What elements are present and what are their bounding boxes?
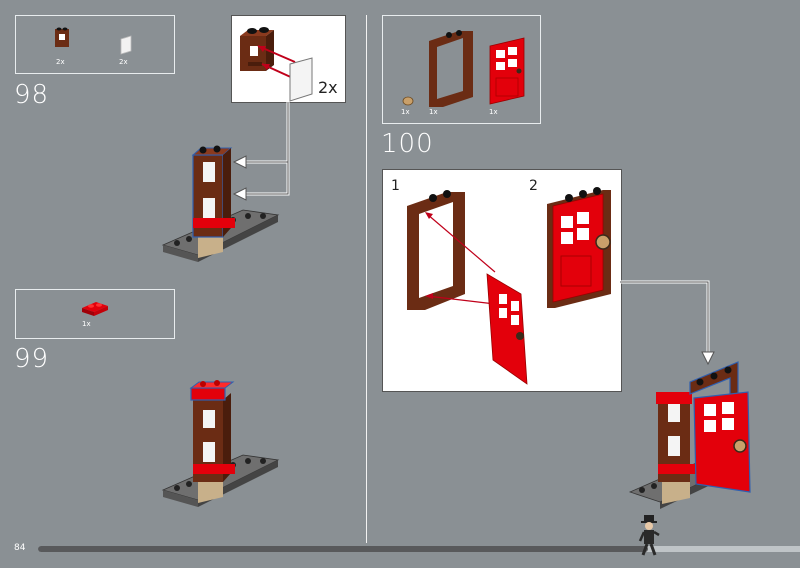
step-99-parts-box: 1x [15, 289, 175, 339]
part-qty: 2x [119, 58, 128, 66]
step-98-parts-box: 2x 2x [15, 15, 175, 74]
step-98-callout: 2x [231, 15, 346, 103]
window-assembly-diagram [240, 27, 313, 102]
step-number: 99 [14, 344, 50, 374]
page-number: 84 [14, 543, 26, 553]
part-qty: 2x [56, 58, 65, 66]
door-with-knob-diagram [547, 187, 611, 308]
brown-door-frame-part [429, 30, 473, 107]
step-number: 98 [14, 80, 50, 110]
walking-man-icon [638, 515, 660, 556]
part-qty: 1x [401, 108, 410, 116]
callout-connector-arrows [232, 102, 290, 201]
glass-pane-part [120, 35, 132, 55]
step-98-model [161, 145, 280, 262]
progress-bar [38, 546, 800, 552]
substep-number: 1 [391, 178, 400, 194]
red-door-part [489, 37, 525, 105]
step-number: 100 [381, 129, 434, 159]
callout-qty: 2x [318, 78, 338, 97]
step-100-parts-box: 1x 1x 1x [382, 15, 541, 124]
step-100-model [628, 361, 751, 509]
part-qty: 1x [429, 108, 438, 116]
callout-connector-arrow [620, 280, 715, 366]
substep-number: 2 [529, 178, 538, 194]
red-plate-part [82, 302, 108, 316]
tan-round-tile-part [402, 96, 414, 106]
part-qty: 1x [82, 320, 91, 328]
door-frame-assembly-diagram [407, 190, 528, 385]
step-100-callout: 1 2 [382, 169, 622, 392]
brown-window-frame-part [55, 27, 69, 47]
part-qty: 1x [489, 108, 498, 116]
progress-bar-fill [38, 546, 648, 552]
page-divider [366, 15, 367, 543]
step-99-model [161, 380, 280, 507]
